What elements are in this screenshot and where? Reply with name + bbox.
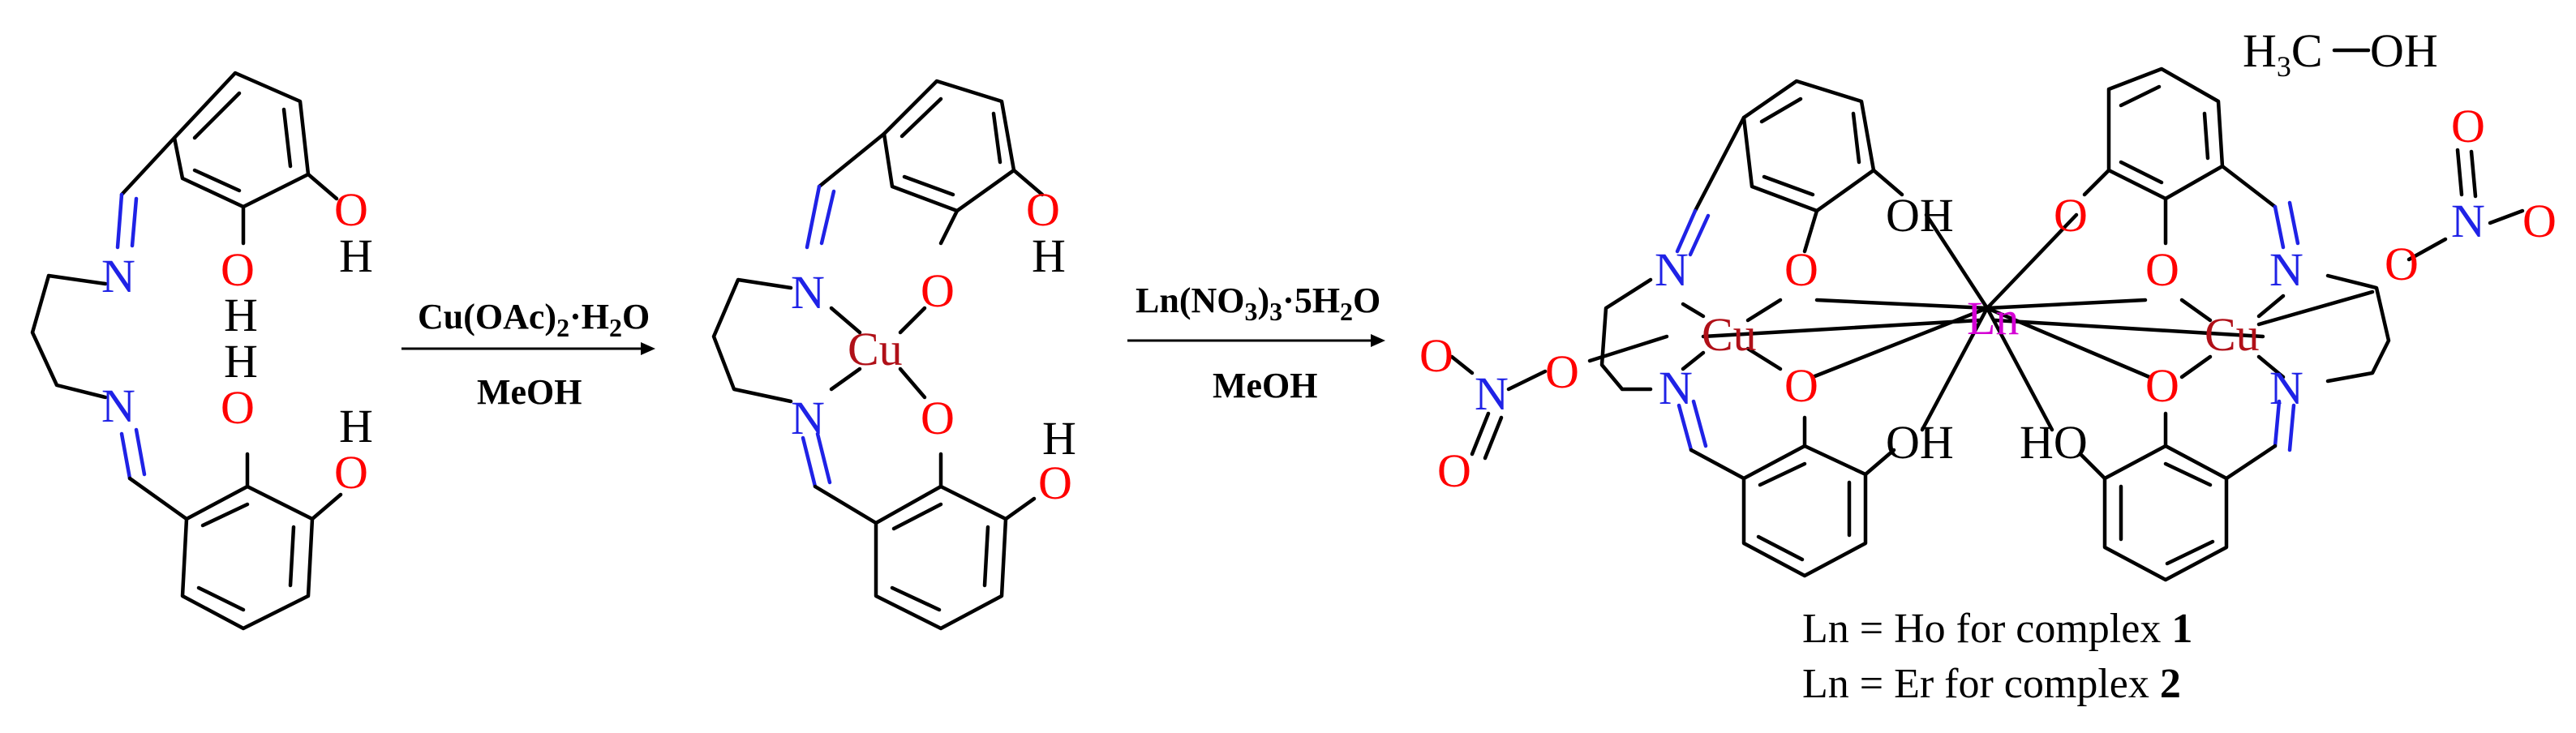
cu-ln-cu-product-structure [1449,66,2525,582]
product-oh-bottom-left: OH [1886,416,1954,469]
cu-complex-o-bottom-right: O [1038,457,1072,509]
cu-complex-h-bottom-right: H [1042,412,1076,465]
methanol-h3c: H3C [2243,24,2323,83]
cu-complex-cu: Cu [848,323,903,375]
product-o-top-right-inner: O [2145,243,2179,296]
ligand-o-bottom-inner: O [221,381,255,434]
copper-complex-structure [711,79,1045,631]
ligand-o-top-right: O [334,183,368,236]
methanol-oh: OH [2370,24,2438,77]
product-n-top-right: N [2269,243,2303,296]
ligand-h-top-right: H [339,229,373,282]
cu-complex-n-top: N [791,266,825,319]
product-o-nitrate-left-bridge: O [1545,345,1579,398]
cu-complex-n-bottom: N [791,392,825,444]
nitrate-left-o-top: O [1419,329,1453,382]
ligand-o-bottom-right: O [334,446,368,499]
product-n-bottom-left: N [1659,362,1693,414]
product-ln: Ln [1967,292,2019,345]
cu-complex-o-top-inner: O [921,264,955,317]
cu-complex-o-top-right: O [1026,183,1060,236]
nitrate-right-o-end: O [2522,195,2557,247]
product-oh-top-left: OH [1886,189,1954,242]
product-ho-bottom-right: HO [2020,416,2088,469]
product-o-top-left-inner: O [1784,243,1818,296]
ligand-n-top: N [101,250,135,302]
ligand-h-top-inner: H [224,289,258,341]
step2-reagent: Ln(NO3)3·5H2O [1136,281,1380,326]
ligand-h-bottom-right: H [339,400,373,452]
reaction-arrow-2 [1127,334,1385,347]
ligand-h-bottom-inner: H [224,335,258,388]
nitrate-right-o-bridge: O [2385,238,2419,290]
ligand-o-top-inner: O [221,243,255,296]
reaction-arrow-1 [401,342,655,355]
cu-complex-h-top-right: H [1032,229,1066,282]
cu-complex-o-bottom-inner: O [921,392,955,444]
product-cu-left: Cu [1702,308,1757,361]
ligand-structure [30,71,343,631]
nitrate-right-n: N [2451,195,2485,247]
step2-solvent: MeOH [1213,366,1318,405]
product-cu-right: Cu [2205,308,2260,361]
caption-complex-1: Ln = Ho for complex 1 [1802,606,2192,652]
nitrate-left-n: N [1475,367,1509,420]
step1-solvent: MeOH [477,372,582,412]
step1-reagent: Cu(OAc)2·H2O [418,297,650,342]
nitrate-right-o-top: O [2451,100,2485,152]
product-o-top-right-outer: O [2054,189,2088,242]
caption-complex-2: Ln = Er for complex 2 [1802,661,2181,707]
product-o-bottom-left-inner: O [1784,359,1818,412]
nitrate-left-o-bottom: O [1437,444,1471,497]
product-o-bottom-right-inner: O [2145,359,2179,412]
product-n-bottom-right: N [2269,362,2303,414]
product-n-top-left: N [1655,243,1689,296]
ligand-n-bottom: N [101,379,135,432]
